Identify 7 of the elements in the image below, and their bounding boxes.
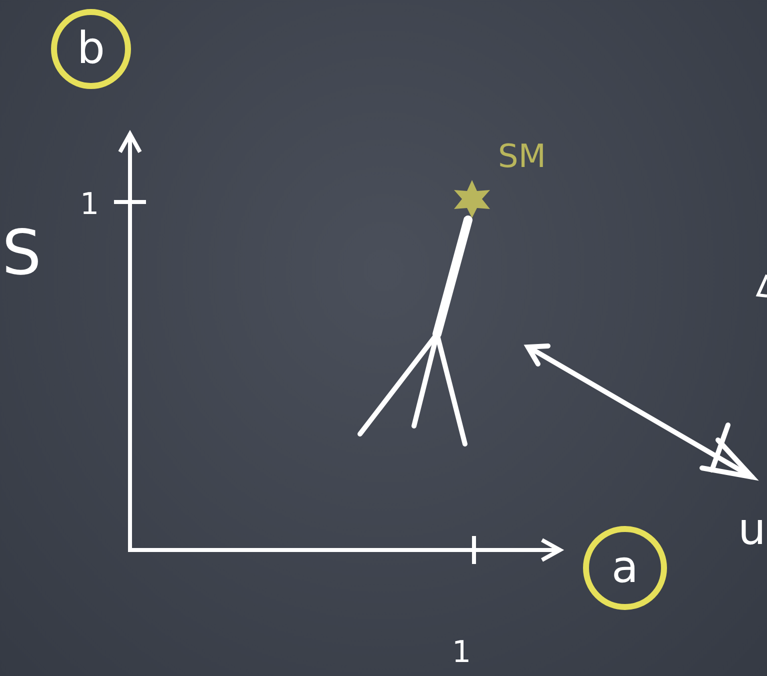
axis-label: b [77, 27, 105, 71]
tick-label: 1 [80, 190, 100, 220]
star-label: SM [498, 140, 546, 172]
letter-text: S [2, 222, 42, 284]
letter-text: u [738, 508, 766, 552]
tick-label: 1 [452, 638, 472, 668]
axis-label: a [612, 546, 638, 590]
